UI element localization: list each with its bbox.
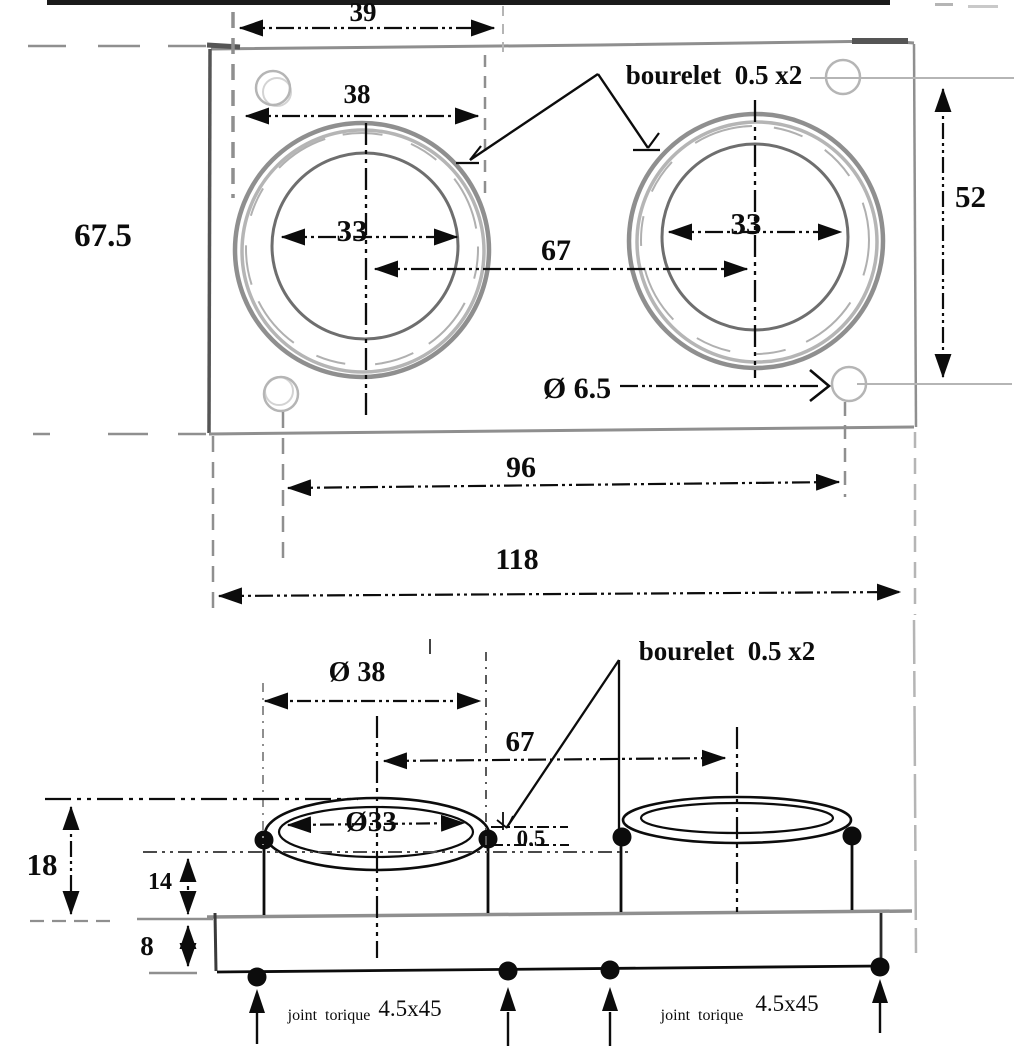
section-view-part	[30, 619, 918, 987]
right-bourelet-ring-sketch	[640, 125, 870, 355]
scan-edge-artifact	[47, 0, 998, 8]
ref-lines-0-5	[491, 826, 569, 846]
plate-top-edge	[210, 39, 915, 51]
bourelet-bottom-leaders	[506, 659, 621, 836]
joint-torique-right-label: joint torique	[660, 1007, 744, 1024]
open-arrow-hole-dia	[809, 369, 832, 403]
dim-67-label: 67	[541, 234, 571, 267]
dim-line-dia33	[286, 814, 466, 834]
bourelet-top-leaders	[469, 73, 649, 161]
dim-67-5-label: 67.5	[74, 218, 132, 254]
base-left-edge	[213, 912, 218, 972]
left-bourelet-ring-mid	[240, 128, 486, 374]
plate-bottom-edge	[208, 425, 915, 436]
part-right-edge-projection	[912, 619, 918, 954]
plate-left-edge	[207, 48, 212, 434]
dim-0-5-label: 0.5	[517, 826, 546, 851]
dim-line-67-bottom	[382, 749, 727, 770]
dim-dia33-label: Ø33	[345, 806, 397, 838]
base-bottom-surface	[216, 964, 881, 974]
dim-118-label: 118	[495, 543, 538, 576]
plate-corner-blob	[206, 42, 241, 50]
chamfer-left-label: 4.5x45	[378, 996, 441, 1021]
plate-right-edge	[912, 43, 918, 428]
dim-line-96	[286, 473, 841, 497]
chamfer-right-label: 4.5x45	[755, 991, 818, 1016]
dim-33-left-label: 33	[337, 213, 368, 248]
oring-pointer-arrows	[249, 979, 888, 1046]
dim-18-label: 18	[27, 847, 58, 882]
hole-bottom-left-double-stroke	[264, 376, 294, 406]
dim-67-bottom-label: 67	[506, 726, 535, 758]
boss-walls	[262, 843, 854, 915]
bourelet-bottom-label: bourelet 0.5 x2	[639, 636, 816, 666]
dim-line-118	[217, 583, 902, 605]
bourelet-top-arrow-left	[456, 145, 482, 165]
oring-contact-dots	[247, 826, 890, 987]
dim-14-label: 14	[148, 869, 172, 895]
hole-top-left-double-stroke	[262, 77, 292, 107]
top-view-dimensions: 39 38 33 67 33 67.5 52 Ø 6.5 96 118 bour…	[74, 0, 986, 605]
dim-96-label: 96	[506, 451, 536, 484]
dim-33-right-label: 33	[731, 206, 762, 241]
left-bourelet-ring-sketch	[245, 132, 479, 366]
hole-dia-label: Ø 6.5	[543, 372, 611, 405]
dim-dia38-label: Ø 38	[329, 657, 386, 688]
base-top-surface	[206, 909, 913, 919]
joint-torique-left-label: joint torique	[287, 1007, 371, 1024]
dim-39-label: 39	[350, 0, 377, 27]
bourelet-top-arrow-right	[633, 132, 660, 152]
dim-38-label: 38	[344, 79, 371, 109]
right-boss-outer-ellipse	[621, 795, 853, 845]
top-view-plate	[28, 6, 1014, 615]
dim-8-label: 8	[140, 931, 154, 961]
hole-top-left	[254, 69, 292, 107]
dim-52-label: 52	[955, 179, 986, 214]
right-bourelet-ring-mid	[635, 120, 879, 364]
section-view-dimensions: Ø 38 67 Ø33 0.5 18 14 8 bourelet 0.5 x2 …	[27, 636, 888, 1046]
left-boss	[232, 120, 492, 380]
oring-arrow-shafts	[255, 1002, 882, 1046]
bourelet-top-label: bourelet 0.5 x2	[626, 60, 803, 90]
